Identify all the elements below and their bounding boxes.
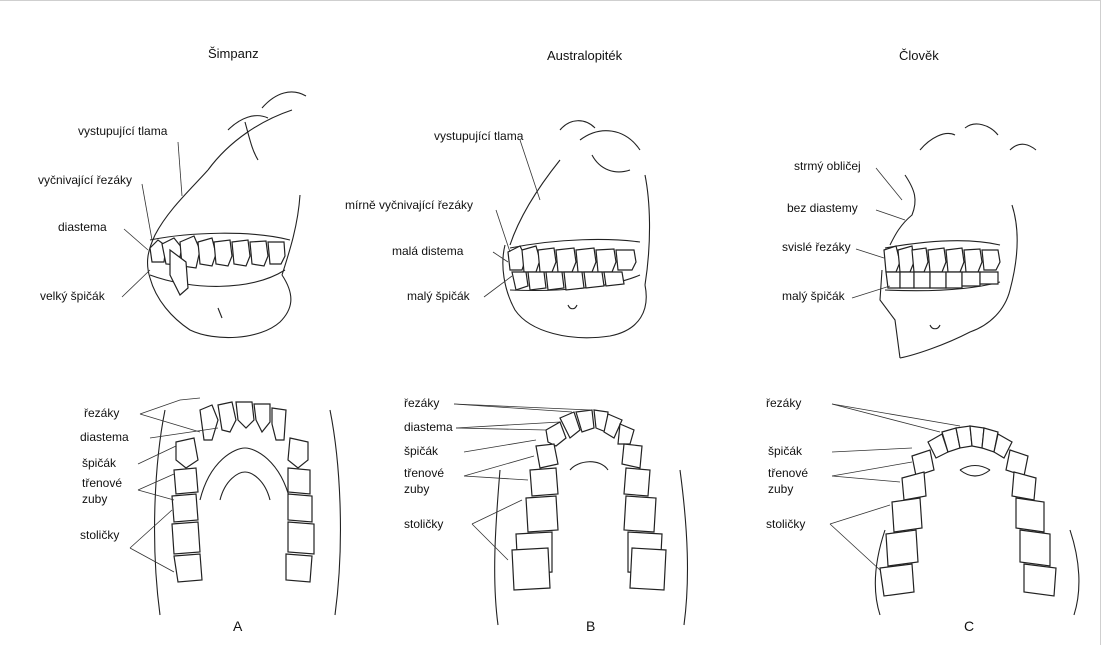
label-chimp-protruding-incisors: vyčnivající řezáky: [38, 174, 132, 187]
label-human-arch-premolars-2: zuby: [768, 483, 793, 496]
label-australopith-arch-premolars-2: zuby: [404, 483, 429, 496]
human-upper-teeth: [884, 246, 1000, 272]
chimp-dental-arch: [155, 402, 341, 615]
human-dental-arch: [875, 426, 1079, 615]
label-chimp-arch-premolars-1: třenové: [82, 477, 122, 490]
label-chimp-protruding-snout: vystupující tlama: [78, 125, 167, 138]
chimp-skull-side: [148, 92, 306, 338]
label-human-arch-incisors: řezáky: [766, 397, 801, 410]
title-australopith: Australopiték: [547, 48, 622, 63]
panel-letter-c: C: [964, 618, 974, 634]
label-chimp-arch-canine: špičák: [82, 457, 116, 470]
panel-letter-b: B: [586, 618, 595, 634]
label-chimp-arch-molars: stoličky: [80, 529, 119, 542]
human-skull-side: [880, 124, 1036, 358]
label-human-arch-molars: stoličky: [766, 518, 805, 531]
australopith-lower-teeth: [512, 272, 624, 290]
label-human-arch-canine: špičák: [768, 445, 802, 458]
label-chimp-arch-incisors: řezáky: [84, 407, 119, 420]
label-australopith-arch-premolars-1: třenové: [404, 467, 444, 480]
label-australopith-protruding-snout: vystupující tlama: [434, 130, 523, 143]
australopith-skull-side: [503, 121, 650, 338]
label-human-vertical-incisors: svislé řezáky: [782, 241, 851, 254]
label-australopith-small-diastema: malá distema: [392, 245, 463, 258]
label-australopith-slightly-protruding-incisors: mírně vyčnivající řezáky: [345, 199, 473, 212]
australopith-upper-teeth: [508, 246, 636, 272]
label-australopith-arch-diastema: diastema: [404, 421, 453, 434]
label-chimp-arch-diastema: diastema: [80, 431, 129, 444]
label-chimp-large-canine: velký špičák: [40, 290, 105, 303]
label-australopith-arch-incisors: řezáky: [404, 397, 439, 410]
title-human: Člověk: [899, 48, 939, 63]
label-human-arch-premolars-1: třenové: [768, 467, 808, 480]
panel-letter-a: A: [233, 618, 242, 634]
label-chimp-arch-premolars-2: zuby: [82, 493, 107, 506]
title-chimp: Šimpanz: [208, 46, 259, 61]
label-human-no-diastema: bez diastemy: [787, 202, 858, 215]
label-australopith-small-canine: malý špičák: [407, 290, 470, 303]
label-chimp-diastema: diastema: [58, 221, 107, 234]
label-australopith-arch-canine: špičák: [404, 445, 438, 458]
label-human-steep-face: strmý obličej: [794, 160, 861, 173]
label-australopith-arch-molars: stoličky: [404, 518, 443, 531]
label-human-small-canine: malý špičák: [782, 290, 845, 303]
